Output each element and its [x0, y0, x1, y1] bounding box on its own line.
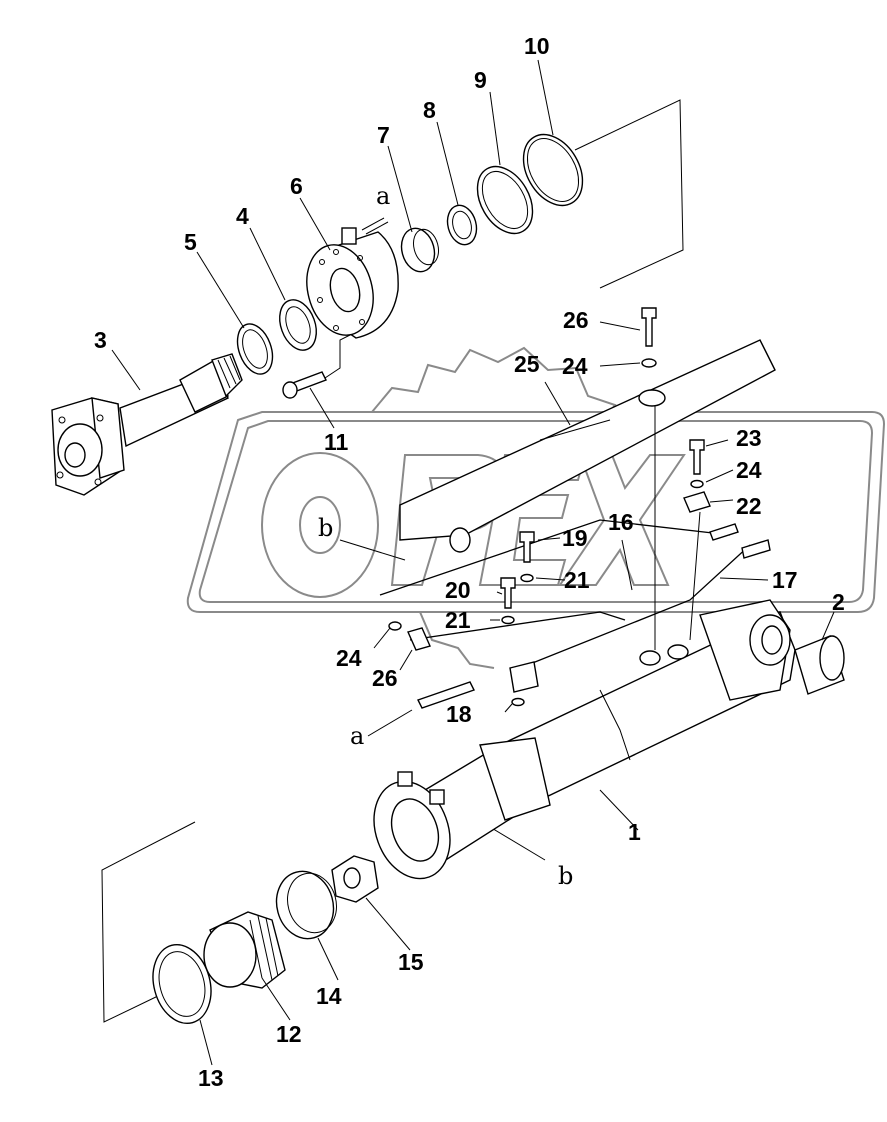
- bolt-19: [519, 531, 535, 563]
- snap-ring: [236, 323, 274, 375]
- fitting-a: [417, 681, 475, 709]
- rod-assembly: [51, 99, 684, 496]
- label-part-7: 7: [377, 122, 390, 148]
- label-part-10: 10: [524, 33, 550, 59]
- washer-24-mid: [690, 479, 704, 489]
- label-part-12: 12: [276, 1021, 302, 1047]
- bolt-26-top: [641, 307, 657, 347]
- ref-label-a-bottom: a: [350, 722, 364, 750]
- block: [509, 661, 539, 693]
- label-part-14: 14: [316, 983, 342, 1009]
- label-part-24-a: 24: [336, 645, 362, 671]
- bolt-20: [500, 577, 516, 609]
- label-part-8: 8: [423, 97, 436, 123]
- label-part-24-b: 24: [736, 457, 762, 483]
- label-part-21-b: 21: [445, 607, 471, 633]
- label-part-1: 1: [628, 819, 641, 845]
- reference-labels: a a b b: [318, 182, 573, 890]
- label-part-9: 9: [474, 67, 487, 93]
- label-part-26-b: 26: [372, 665, 398, 691]
- washer-21-b: [501, 615, 515, 625]
- ring: [279, 299, 317, 351]
- washer-21-a: [520, 573, 534, 583]
- label-part-23: 23: [736, 425, 762, 451]
- ref-label-b-right: b: [558, 862, 573, 890]
- boss: [638, 389, 666, 407]
- clamp-22: [683, 491, 711, 513]
- label-part-22: 22: [736, 493, 762, 519]
- label-part-21-a: 21: [564, 567, 590, 593]
- part-labels: 1 2 3 4 5 6 7 8 9 10 11 12 13 14 15 16 1…: [94, 33, 845, 1091]
- label-part-3: 3: [94, 327, 107, 353]
- bolt-23: [689, 439, 705, 475]
- label-part-19: 19: [562, 525, 588, 551]
- label-part-15: 15: [398, 949, 424, 975]
- label-part-11: 11: [324, 429, 349, 455]
- o-ring-18: [511, 697, 525, 707]
- backup-ring: [476, 165, 534, 235]
- label-part-20: 20: [445, 577, 471, 603]
- washer-24-top: [641, 358, 657, 368]
- label-part-25: 25: [514, 351, 540, 377]
- opex-watermark: [186, 346, 886, 669]
- label-part-24-c: 24: [562, 353, 588, 379]
- tube-assembly: [339, 307, 776, 861]
- cylinder-head: [306, 227, 399, 339]
- washer-24-left: [388, 621, 402, 631]
- cylinder-tube: [373, 599, 845, 880]
- label-part-17: 17: [772, 567, 798, 593]
- label-part-18: 18: [446, 701, 472, 727]
- ref-label-a-top: a: [376, 182, 390, 210]
- bolt-26-left: [407, 627, 431, 651]
- bushing: [400, 227, 436, 273]
- piston-rod: [51, 353, 243, 496]
- head-bolt: [282, 334, 351, 399]
- ref-label-b-left: b: [318, 514, 333, 542]
- piston-assembly: [101, 821, 379, 1025]
- screw-a-top: [361, 217, 389, 235]
- wear-ring: [275, 870, 335, 940]
- label-part-4: 4: [236, 203, 249, 229]
- label-part-26-a: 26: [563, 307, 589, 333]
- label-part-16: 16: [608, 509, 634, 535]
- label-part-2: 2: [832, 589, 845, 615]
- packing: [446, 204, 478, 246]
- label-part-6: 6: [290, 173, 303, 199]
- label-part-13: 13: [198, 1065, 224, 1091]
- leader-lines: [111, 59, 835, 1066]
- label-part-5: 5: [184, 229, 197, 255]
